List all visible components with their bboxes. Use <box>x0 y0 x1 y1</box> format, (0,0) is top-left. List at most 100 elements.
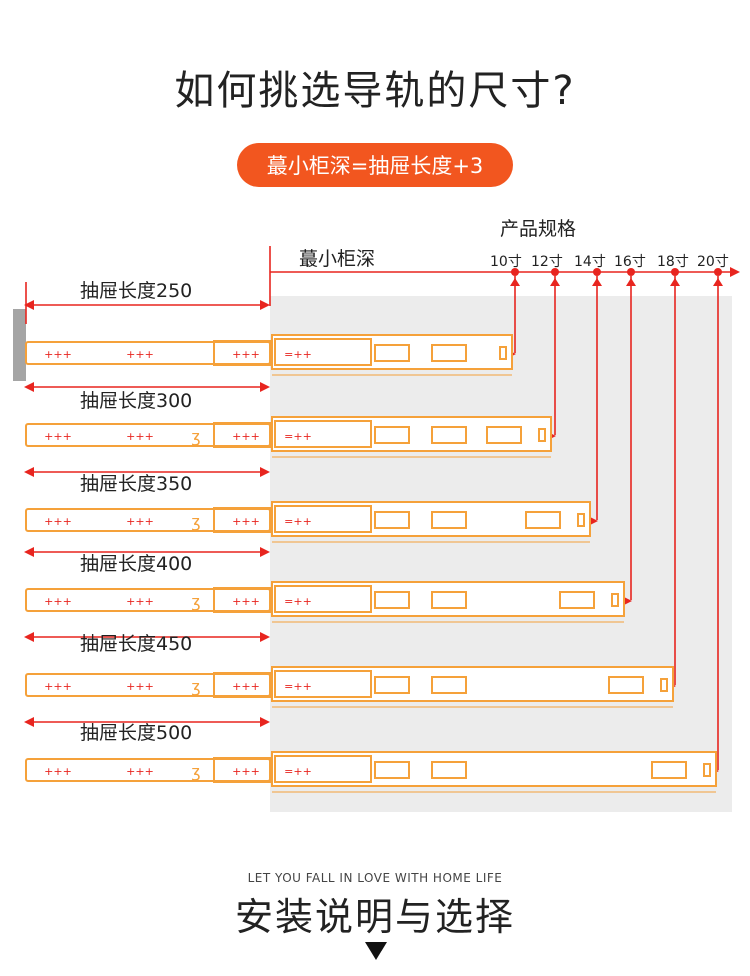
cabinet-slot-a-2 <box>374 511 410 529</box>
size-leader-tip-2 <box>590 517 598 525</box>
cabinet-rail-inner-1 <box>274 420 372 448</box>
size-dot-1 <box>551 268 559 276</box>
cabinet-slot-c-3 <box>559 591 595 609</box>
formula-badge: 蕞小柜深=抽屉长度+3 <box>237 143 513 187</box>
min-depth-arrow-head <box>730 267 740 277</box>
size-leader-head-2 <box>592 278 602 286</box>
drawer-length-arrow-left-5 <box>24 717 34 727</box>
drawer-rail-end-5 <box>213 757 271 783</box>
spec-title: 产品规格 <box>500 218 577 240</box>
cabinet-slot-b-0 <box>431 344 467 362</box>
rail-hole-2-2: +++ <box>232 515 260 528</box>
drawer-length-arrow-left-1 <box>24 382 34 392</box>
size-leader-head-1 <box>550 278 560 286</box>
rail-hole-1-2: +++ <box>232 430 260 443</box>
cabinet-hole-1: =++ <box>284 430 312 443</box>
cabinet-hole-3: =++ <box>284 595 312 608</box>
drawer-length-arrow-left-4 <box>24 632 34 642</box>
drawer-length-arrow-right-3 <box>260 547 270 557</box>
rail-break-3: ʒ <box>191 592 200 611</box>
cabinet-slot-b-1 <box>431 426 467 444</box>
cabinet-rail-3 <box>271 581 625 617</box>
cabinet-rail-4 <box>271 666 674 702</box>
cabinet-slot-c-5 <box>651 761 687 779</box>
size-dot-0 <box>511 268 519 276</box>
cabinet-rail-0 <box>271 334 513 370</box>
rail-hole-3-0: +++ <box>44 595 72 608</box>
cabinet-rail-inner-3 <box>274 585 372 613</box>
cabinet-slot-a-3 <box>374 591 410 609</box>
rail-hole-4-2: +++ <box>232 680 260 693</box>
drawer-length-label-400: 抽屉长度400 <box>80 553 193 575</box>
cabinet-rail-inner-0 <box>274 338 372 366</box>
cabinet-stop-4 <box>660 678 668 692</box>
cabinet-stop-3 <box>611 593 619 607</box>
size-leader-head-3 <box>626 278 636 286</box>
cabinet-slot-a-0 <box>374 344 410 362</box>
cabinet-hole-4: =++ <box>284 680 312 693</box>
size-dot-2 <box>593 268 601 276</box>
rail-break-1: ʒ <box>191 427 200 446</box>
size-leader-tip-3 <box>624 597 632 605</box>
drawer-length-label-250: 抽屉长度250 <box>80 280 193 302</box>
cabinet-slot-c-1 <box>486 426 522 444</box>
rail-hole-2-0: +++ <box>44 515 72 528</box>
cabinet-slot-b-2 <box>431 511 467 529</box>
rail-hole-3-1: +++ <box>126 595 154 608</box>
cabinet-rail-inner-4 <box>274 670 372 698</box>
cabinet-slot-c-4 <box>608 676 644 694</box>
drawer-length-label-350: 抽屉长度350 <box>80 473 193 495</box>
cabinet-slot-b-4 <box>431 676 467 694</box>
size-leader-head-4 <box>670 278 680 286</box>
formula-text: 蕞小柜深=抽屉长度+3 <box>266 154 484 178</box>
rail-hole-5-1: +++ <box>126 765 154 778</box>
drawer-length-arrow-left-2 <box>24 467 34 477</box>
cabinet-hole-0: =++ <box>284 348 312 361</box>
size-leader-head-0 <box>510 278 520 286</box>
tagline: LET YOU FALL IN LOVE WITH HOME LIFE <box>247 871 503 885</box>
rail-break-5: ʒ <box>191 762 200 781</box>
rail-break-4: ʒ <box>191 677 200 696</box>
rail-hole-5-2: +++ <box>232 765 260 778</box>
drawer-rail-end-1 <box>213 422 271 448</box>
size-label-18: 18寸 <box>657 254 689 270</box>
size-leader-head-5 <box>713 278 723 286</box>
cabinet-rail-inner-5 <box>274 755 372 783</box>
drawer-length-arrow-right-1 <box>260 382 270 392</box>
size-dot-5 <box>714 268 722 276</box>
rail-hole-1-0: +++ <box>44 430 72 443</box>
size-dot-4 <box>671 268 679 276</box>
size-dot-3 <box>627 268 635 276</box>
size-label-12: 12寸 <box>531 254 563 270</box>
cabinet-slot-b-3 <box>431 591 467 609</box>
drawer-length-label-500: 抽屉长度500 <box>80 722 193 744</box>
cabinet-stop-0 <box>499 346 507 360</box>
rail-hole-2-1: +++ <box>126 515 154 528</box>
section-title: 安装说明与选择 <box>234 895 515 939</box>
size-label-20: 20寸 <box>697 254 729 270</box>
drawer-rail-end-0 <box>213 340 271 366</box>
drawer-length-arrow-left-3 <box>24 547 34 557</box>
cabinet-stop-1 <box>538 428 546 442</box>
min-cabinet-depth-label: 蕞小柜深 <box>299 248 376 270</box>
rail-hole-0-0: +++ <box>44 348 72 361</box>
drawer-length-arrow-right-0 <box>260 300 270 310</box>
size-label-16: 16寸 <box>614 254 646 270</box>
cabinet-slot-a-1 <box>374 426 410 444</box>
size-label-14: 14寸 <box>574 254 606 270</box>
rail-hole-0-1: +++ <box>126 348 154 361</box>
drawer-length-label-300: 抽屉长度300 <box>80 390 193 412</box>
down-triangle-icon <box>365 942 387 960</box>
rail-hole-5-0: +++ <box>44 765 72 778</box>
drawer-length-arrow-right-4 <box>260 632 270 642</box>
drawer-rail-end-2 <box>213 507 271 533</box>
cabinet-hole-5: =++ <box>284 765 312 778</box>
rail-hole-4-1: +++ <box>126 680 154 693</box>
drawer-length-arrow-right-2 <box>260 467 270 477</box>
cabinet-stop-2 <box>577 513 585 527</box>
drawer-rail-end-3 <box>213 587 271 613</box>
rail-hole-1-1: +++ <box>126 430 154 443</box>
cabinet-rail-inner-2 <box>274 505 372 533</box>
cabinet-rail-1 <box>271 416 552 452</box>
